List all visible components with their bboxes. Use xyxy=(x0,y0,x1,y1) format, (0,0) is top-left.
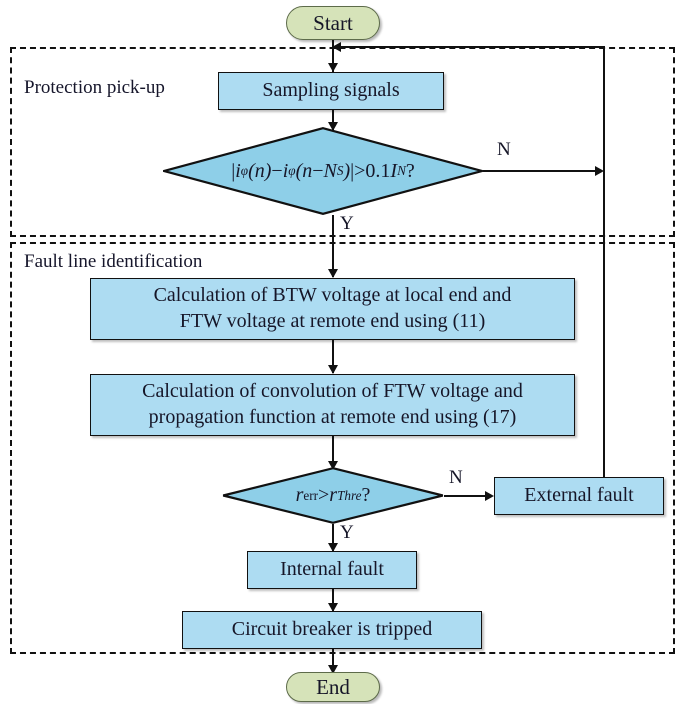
arrowhead-sampling-to-pickup xyxy=(327,122,338,131)
node-calc-btw-line2: FTW voltage at remote end using (11) xyxy=(179,310,486,332)
arrowhead-btw-to-conv xyxy=(327,365,338,374)
group-label-fault-line: Fault line identification xyxy=(24,251,203,272)
arrowhead-start-to-sampling xyxy=(327,63,338,72)
node-sampling-signals-label: Sampling signals xyxy=(262,79,400,102)
node-start[interactable]: Start xyxy=(286,6,380,40)
connector-feedback-vertical xyxy=(603,46,605,479)
node-end[interactable]: End xyxy=(286,672,380,702)
node-calc-convolution[interactable]: Calculation of convolution of FTW voltag… xyxy=(90,374,575,436)
node-internal-fault-label: Internal fault xyxy=(280,558,384,581)
node-sampling-signals[interactable]: Sampling signals xyxy=(218,72,444,110)
node-calc-btw-line1: Calculation of BTW voltage at local end … xyxy=(153,284,512,307)
node-circuit-breaker-tripped-label: Circuit breaker is tripped xyxy=(231,618,433,641)
connector-err-no xyxy=(444,495,489,497)
connector-sampling-to-pickup xyxy=(332,110,334,130)
group-frame-protection xyxy=(10,47,675,237)
diamond-shape-pickup xyxy=(163,127,483,215)
node-start-label: Start xyxy=(313,10,353,35)
group-frame-fault-line xyxy=(10,242,675,654)
node-calc-convolution-line2: propagation function at remote end using… xyxy=(148,406,517,428)
node-external-fault-label: External fault xyxy=(524,484,634,507)
diamond-shape-err xyxy=(222,467,444,524)
connector-internal-to-breaker xyxy=(332,589,334,611)
connector-err-yes xyxy=(332,524,334,551)
arrowhead-err-no xyxy=(485,490,494,501)
connector-feedback-horizontal xyxy=(332,46,604,48)
connector-pickup-yes xyxy=(332,215,334,277)
connector-btw-to-conv xyxy=(332,340,334,373)
node-external-fault[interactable]: External fault xyxy=(494,477,664,515)
edge-label-err-yes: Y xyxy=(340,522,354,543)
connector-conv-to-err xyxy=(332,436,334,469)
edge-label-pickup-no: N xyxy=(497,139,511,160)
arrowhead-breaker-to-end xyxy=(327,665,338,674)
node-end-label: End xyxy=(316,674,350,699)
node-calc-btw[interactable]: Calculation of BTW voltage at local end … xyxy=(90,278,575,340)
arrowhead-err-yes xyxy=(327,543,338,552)
edge-label-pickup-yes: Y xyxy=(340,213,354,234)
node-internal-fault[interactable]: Internal fault xyxy=(247,551,417,589)
edge-label-err-no: N xyxy=(449,467,463,488)
connector-start-to-sampling xyxy=(332,40,334,72)
arrowhead-pickup-no xyxy=(595,165,604,176)
connector-breaker-to-end xyxy=(332,649,334,673)
arrowhead-feedback-to-start xyxy=(332,41,341,52)
group-label-protection: Protection pick-up xyxy=(24,77,165,98)
arrowhead-internal-to-breaker xyxy=(327,603,338,612)
node-calc-convolution-line1: Calculation of convolution of FTW voltag… xyxy=(142,380,523,403)
node-circuit-breaker-tripped[interactable]: Circuit breaker is tripped xyxy=(182,611,482,649)
connector-pickup-no xyxy=(483,170,600,172)
arrowhead-conv-to-err xyxy=(327,461,338,470)
arrowhead-pickup-yes xyxy=(327,269,338,278)
